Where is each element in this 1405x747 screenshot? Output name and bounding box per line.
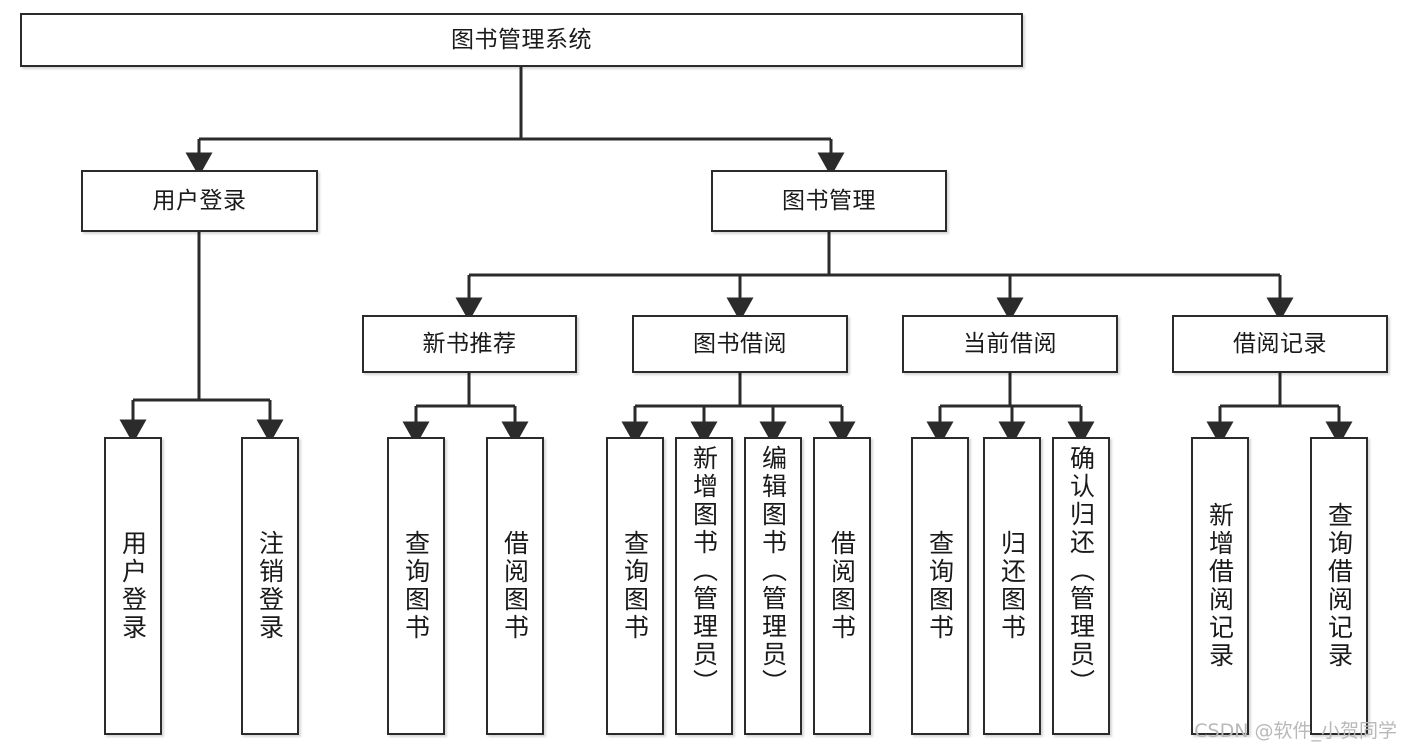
node-level2-user-login-label: 用户登录 [152,187,247,214]
node-leaf-edit-book-admin-label: 编辑图书（管理员） [758,445,788,697]
node-leaf-add-borrow-record[interactable]: 新增借阅记录 [1191,437,1249,735]
watermark-text: CSDN @软件_小贺同学 [1194,720,1397,742]
node-leaf-query-book-borrow[interactable]: 查询图书 [606,437,664,735]
node-root-label: 图书管理系统 [451,26,592,53]
node-leaf-query-book-newbook[interactable]: 查询图书 [387,437,445,735]
node-leaf-user-login[interactable]: 用户登录 [104,437,162,735]
node-leaf-add-borrow-record-label: 新增借阅记录 [1205,502,1235,670]
node-leaf-query-book-borrow-label: 查询图书 [620,530,650,642]
node-leaf-confirm-return-admin[interactable]: 确认归还（管理员） [1052,437,1110,735]
node-leaf-borrow-book-label: 借阅图书 [827,530,857,642]
node-level3-borrow-records[interactable]: 借阅记录 [1172,315,1388,373]
node-level3-new-book-recommend[interactable]: 新书推荐 [362,315,577,373]
node-leaf-add-book-admin-label: 新增图书（管理员） [689,445,719,697]
node-leaf-query-borrow-record-label: 查询借阅记录 [1324,502,1354,670]
node-level3-book-borrow-label: 图书借阅 [693,330,787,357]
node-leaf-confirm-return-admin-label: 确认归还（管理员） [1066,445,1096,697]
node-leaf-return-book-label: 归还图书 [997,530,1027,642]
node-leaf-query-book-current-label: 查询图书 [925,530,955,642]
node-leaf-add-book-admin[interactable]: 新增图书（管理员） [675,437,733,735]
node-level2-book-management-label: 图书管理 [782,187,876,214]
node-leaf-logout[interactable]: 注销登录 [241,437,299,735]
node-root[interactable]: 图书管理系统 [20,13,1023,67]
node-leaf-query-book-current[interactable]: 查询图书 [911,437,969,735]
node-level2-book-management[interactable]: 图书管理 [711,170,947,232]
node-level2-user-login[interactable]: 用户登录 [81,170,318,232]
node-leaf-logout-label: 注销登录 [255,530,285,642]
node-leaf-user-login-label: 用户登录 [118,530,148,642]
node-leaf-borrow-book-newbook-label: 借阅图书 [500,530,530,642]
node-level3-current-borrow[interactable]: 当前借阅 [902,315,1118,373]
node-leaf-borrow-book-newbook[interactable]: 借阅图书 [486,437,544,735]
node-level3-borrow-records-label: 借阅记录 [1233,330,1327,357]
node-leaf-borrow-book[interactable]: 借阅图书 [813,437,871,735]
node-level3-book-borrow[interactable]: 图书借阅 [632,315,848,373]
node-level3-new-book-recommend-label: 新书推荐 [422,330,517,357]
node-leaf-query-book-newbook-label: 查询图书 [401,530,431,642]
node-leaf-return-book[interactable]: 归还图书 [983,437,1041,735]
node-level3-current-borrow-label: 当前借阅 [963,330,1057,357]
node-leaf-edit-book-admin[interactable]: 编辑图书（管理员） [744,437,802,735]
node-leaf-query-borrow-record[interactable]: 查询借阅记录 [1310,437,1368,735]
